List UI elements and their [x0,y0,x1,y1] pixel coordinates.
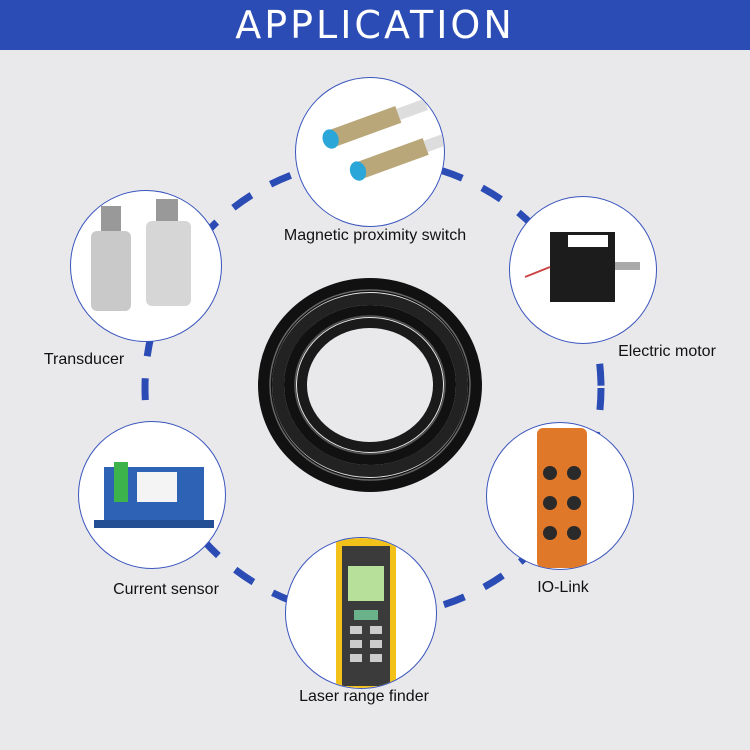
label-transducer: Transducer [43,351,125,368]
electric-motor-image [509,196,657,344]
io-link-image [486,422,634,570]
laser-range-finder-image [285,537,437,689]
label-electric-motor: Electric motor [618,343,716,360]
magnetic-proximity-switch-image [295,77,445,227]
transducer-image [70,190,222,342]
label-io-link: IO-Link [537,579,589,596]
label-laser-range-finder: Laser range finder [299,688,429,705]
label-magnetic-proximity-switch: Magnetic proximity switch [283,227,467,244]
current-sensor-image [78,421,226,569]
label-current-sensor: Current sensor [113,581,219,598]
page-title: APPLICATION [0,0,750,50]
